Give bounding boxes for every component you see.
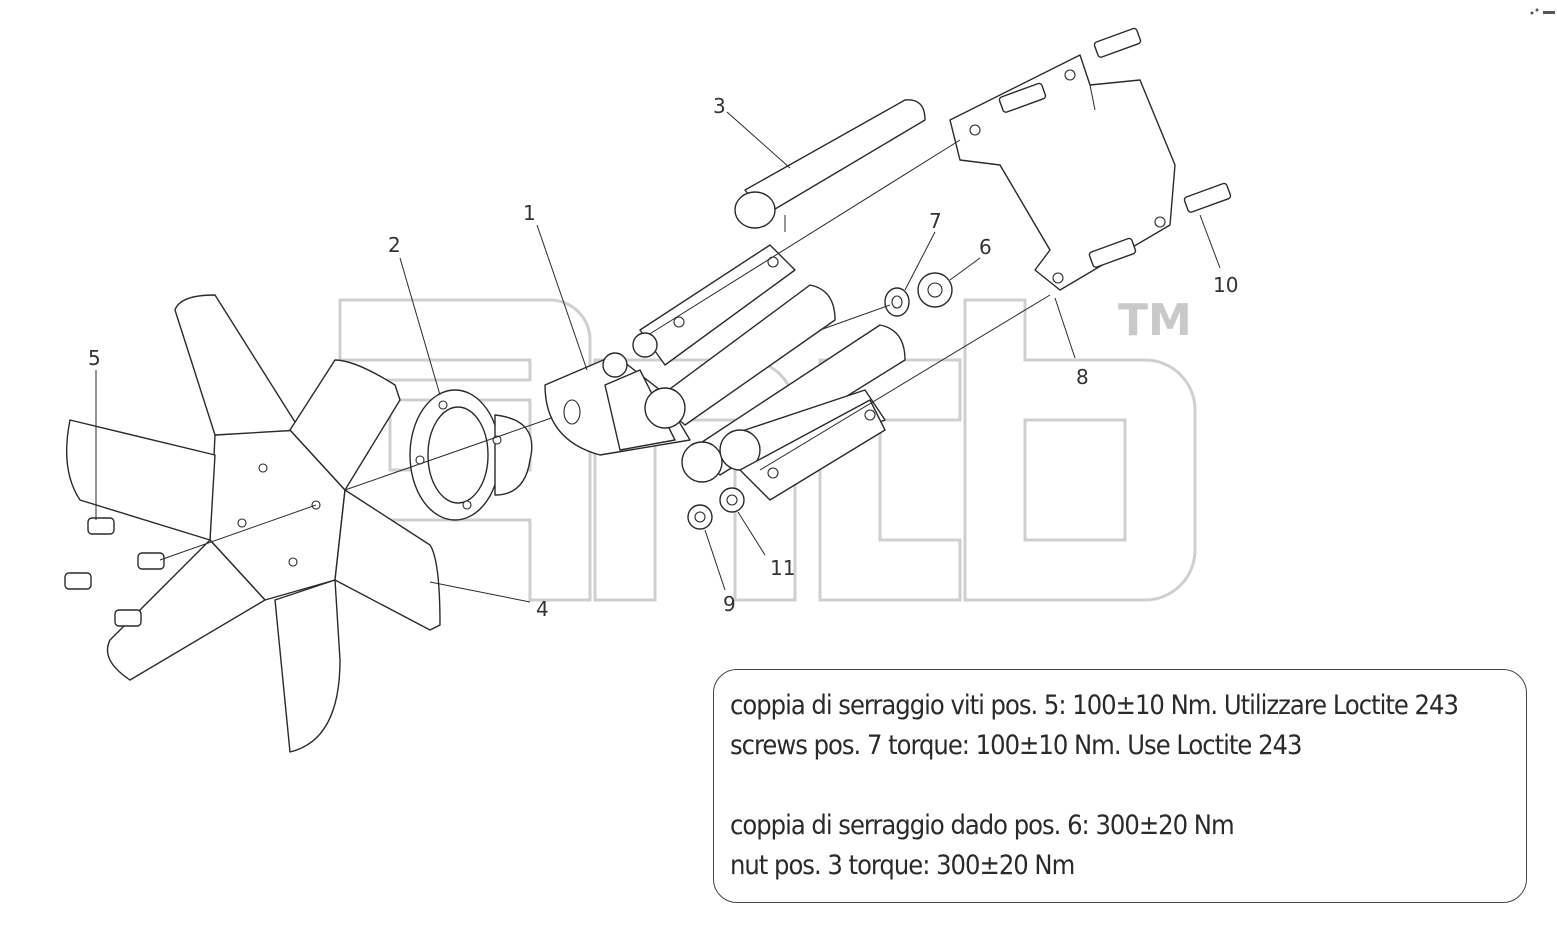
- callout-2: 2: [388, 233, 401, 257]
- flange-bearing: [344, 389, 561, 521]
- torque-notes-box: coppia di serraggio viti pos. 5: 100±10 …: [713, 669, 1527, 903]
- callout-7: 7: [929, 209, 942, 233]
- fan-blade-assembly: [64, 294, 441, 753]
- callout-6: 6: [979, 235, 992, 259]
- mounting-bracket: [949, 54, 1176, 291]
- bolts-part-10: [639, 27, 1232, 471]
- note-line-4: nut pos. 3 torque: 300±20 Nm: [730, 850, 1075, 881]
- note-spacer: [730, 766, 1526, 806]
- callout-11: 11: [770, 556, 795, 580]
- arm-bracket: [544, 354, 691, 456]
- callout-1: 1: [523, 201, 536, 225]
- callout-5: 5: [88, 346, 101, 370]
- nuts-washers: [602, 272, 953, 530]
- top-right-mark: [1530, 8, 1555, 15]
- callout-3: 3: [713, 94, 726, 118]
- leader-lines: [95, 111, 1221, 603]
- note-line-2: screws pos. 7 torque: 100±10 Nm. Use Loc…: [730, 730, 1302, 761]
- callout-9: 9: [723, 592, 736, 616]
- callout-8: 8: [1076, 365, 1089, 389]
- callout-4: 4: [536, 597, 549, 621]
- watermark-trademark: TM: [1118, 295, 1192, 346]
- callout-10: 10: [1213, 273, 1238, 297]
- note-line-1: coppia di serraggio viti pos. 5: 100±10 …: [730, 690, 1459, 721]
- shaft-rollers: [639, 99, 926, 501]
- callout-labels: 1 2 3 4 5 6 7 8 9 10 11: [88, 94, 1238, 621]
- bolt-icon: [64, 517, 165, 627]
- note-line-3: coppia di serraggio dado pos. 6: 300±20 …: [730, 810, 1235, 841]
